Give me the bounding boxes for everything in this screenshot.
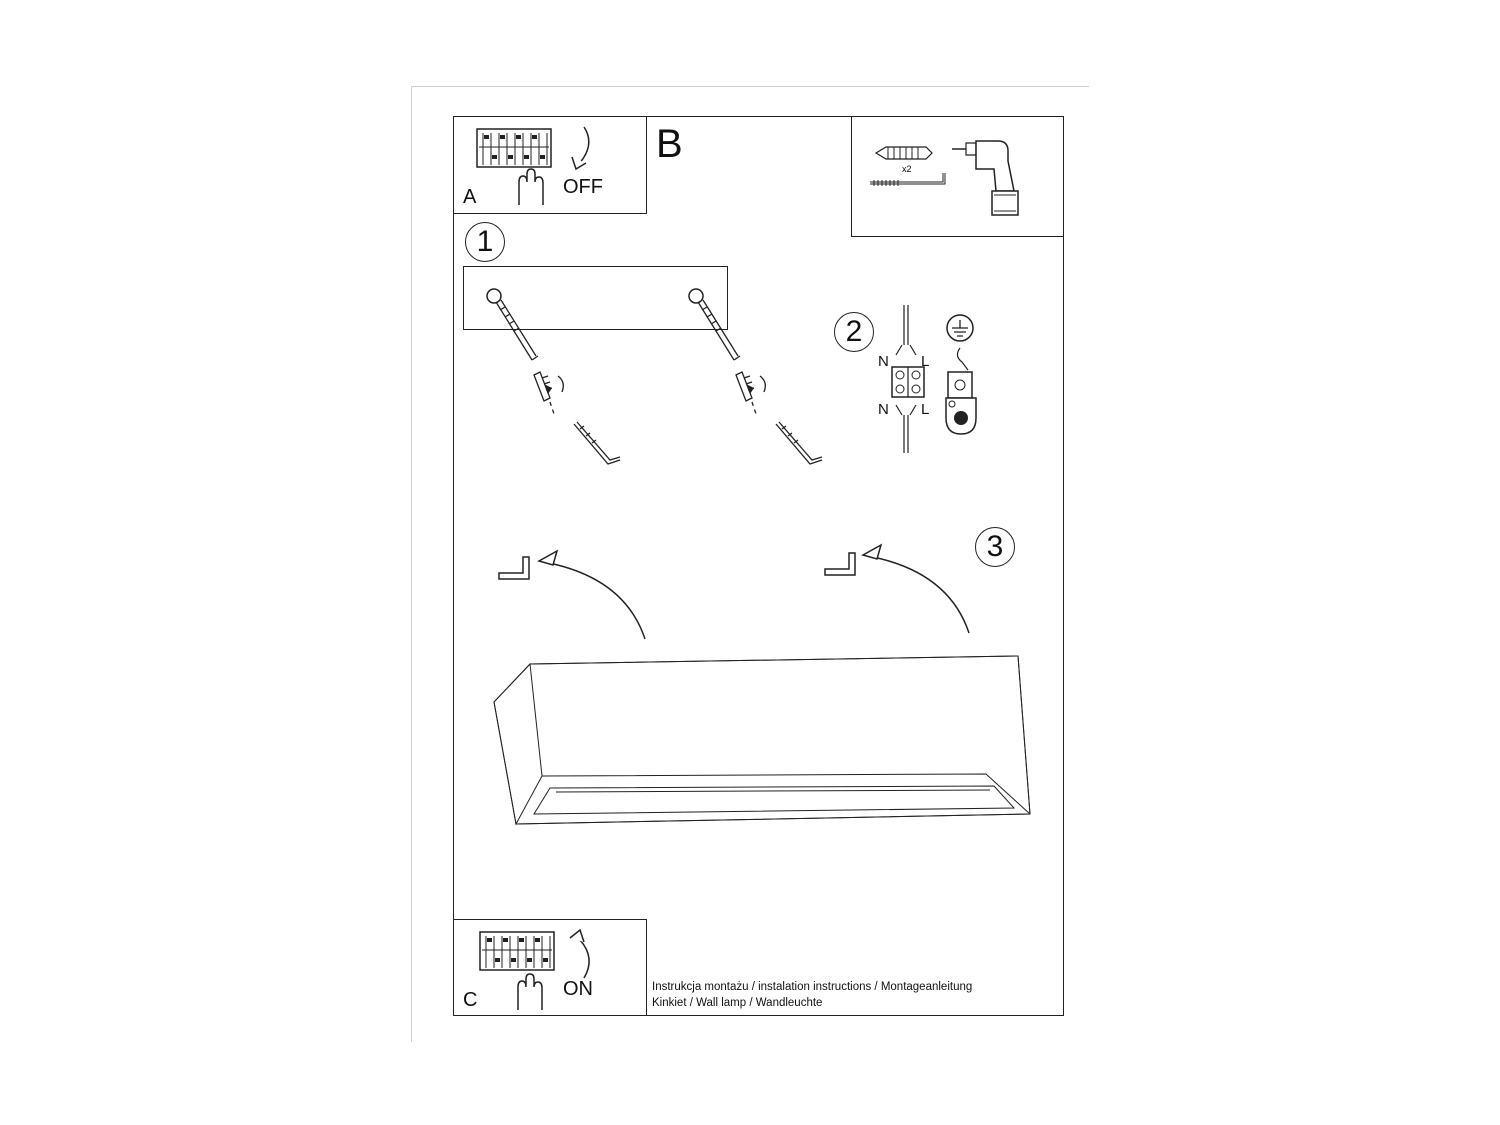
ground-terminal-icon: [945, 314, 977, 435]
drill-icon: [952, 140, 1019, 216]
page-sheet: [411, 86, 1089, 1042]
panel-b-letter: B: [656, 122, 683, 166]
hook-screw-icon: [870, 173, 946, 186]
hang-arrows-diagram: [498, 543, 970, 640]
instruction-frame: [453, 116, 1064, 1016]
step-3-marker: 3: [975, 527, 1015, 567]
instructions-title: Instrukcja montażu / instalation instruc…: [652, 981, 973, 993]
step-2-marker: 2: [834, 312, 874, 352]
off-label: OFF: [563, 176, 603, 198]
neutral-label-bottom: N: [878, 401, 889, 418]
wall-lamp-illustration: [493, 655, 1031, 826]
panel-c-letter: C: [463, 989, 478, 1011]
mounting-template: [463, 266, 728, 330]
wall-plug-icon: [874, 146, 933, 160]
quantity-label: x2: [902, 164, 912, 174]
right-hole-icon: [688, 288, 704, 304]
switch-up-arrow-icon: [569, 928, 590, 979]
panel-a-power-off: OFF A: [453, 116, 647, 214]
neutral-label-top: N: [878, 353, 889, 370]
live-label-top: L: [921, 353, 930, 370]
right-hook-icon: [824, 552, 856, 576]
step-1-marker: 1: [465, 222, 505, 262]
circuit-breaker-icon: [479, 931, 555, 1010]
live-label-bottom: L: [921, 401, 930, 418]
terminal-block-diagram: [891, 305, 925, 453]
left-hook-icon: [498, 556, 530, 580]
step-1-drilling-diagram: [486, 288, 823, 465]
left-hole-icon: [486, 288, 502, 304]
circuit-breaker-icon: [476, 128, 552, 205]
panel-a-letter: A: [463, 186, 477, 208]
on-label: ON: [563, 978, 593, 1000]
switch-down-arrow-icon: [571, 126, 590, 171]
tools-panel: x2: [851, 116, 1064, 237]
panel-c-power-on: ON C: [453, 919, 647, 1016]
product-title: Kinkiet / Wall lamp / Wandleuchte: [652, 997, 823, 1009]
